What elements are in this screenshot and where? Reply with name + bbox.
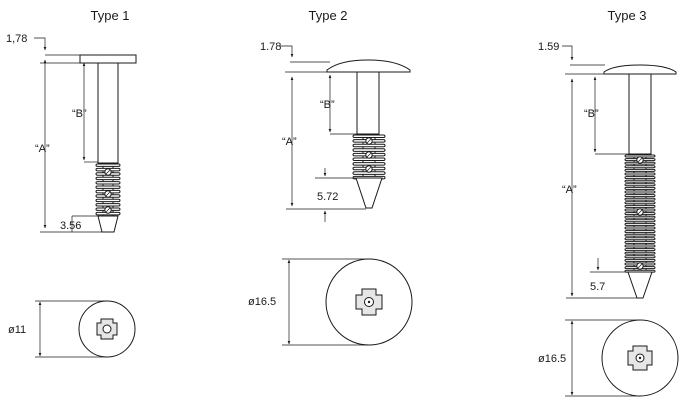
type-2-plan-view: ø16.5: [248, 258, 413, 346]
rib: [352, 162, 386, 166]
type-3-title: Type 3: [607, 8, 646, 23]
type-1-dim-a: “A”: [35, 143, 50, 155]
rib: [95, 176, 121, 181]
type-1-title: Type 1: [90, 8, 129, 23]
type-2-shank: [356, 71, 380, 135]
rib: [624, 201, 656, 205]
type-2-tip-length: 5.72: [317, 191, 338, 203]
rib: [352, 134, 386, 139]
rib: [624, 197, 656, 201]
type-2-diameter: ø16.5: [248, 296, 276, 308]
rib: [95, 181, 121, 185]
type-1-ribs: [95, 162, 121, 217]
type-3-tip: [627, 271, 653, 299]
type-1-diameter: ø11: [8, 324, 26, 336]
type-1-shank: [97, 62, 119, 164]
rib: [624, 204, 656, 208]
type-3-plan-view: ø16.5: [538, 319, 679, 397]
type-3-dim-b: “B”: [584, 108, 599, 120]
type-3-ribs: [624, 153, 656, 273]
type-1-head-thickness: 1,78: [6, 33, 27, 45]
rib: [95, 203, 121, 207]
type-3-head: [603, 64, 677, 75]
rib: [624, 230, 656, 234]
rib: [624, 176, 656, 180]
type-2-tip: [355, 177, 383, 209]
rib: [624, 168, 656, 172]
rib: [624, 190, 656, 194]
type-2-title: Type 2: [308, 8, 347, 23]
rib: [624, 186, 656, 190]
type-3-dim-a: “A”: [562, 184, 577, 196]
rib: [624, 183, 656, 187]
type-1-plan-view: ø11: [8, 300, 136, 358]
rib: [624, 244, 656, 248]
rib: [624, 179, 656, 183]
type-2-side-view: 1.78 “A” “B” 5.72: [260, 41, 411, 222]
rib: [624, 194, 656, 198]
type-3-drawing: Type 3 1.59 “A” “B” 5.7: [538, 8, 679, 397]
type-1-tip: [97, 215, 119, 233]
type-1-side-view: 1,78 “A” “B” 3.56: [6, 33, 137, 233]
type-3-tip-length: 5.7: [590, 281, 605, 293]
rib: [624, 215, 656, 219]
type-2-head-thickness: 1.78: [260, 41, 281, 53]
type-3-diameter: ø16.5: [538, 353, 566, 365]
rib: [624, 237, 656, 241]
type-2-dim-b: “B”: [320, 99, 335, 111]
type-3-head-thickness: 1.59: [538, 41, 559, 53]
rib: [624, 226, 656, 230]
type-2-head: [326, 59, 411, 73]
type-1-drawing: Type 1 1,78 “A” “B” 3.56: [6, 8, 137, 358]
type-2-drawing: Type 2 1.78 “A” “B” 5.72: [248, 8, 413, 346]
rib: [624, 165, 656, 169]
rib: [624, 233, 656, 237]
type-3-side-view: 1.59 “A” “B” 5.7: [538, 41, 677, 299]
rib: [624, 219, 656, 223]
type-2-ribs: [352, 133, 386, 180]
type-1-head: [79, 54, 137, 64]
rib: [352, 148, 386, 152]
type-1-center: [102, 324, 112, 334]
rib: [624, 240, 656, 244]
rib: [95, 163, 121, 167]
rib: [624, 222, 656, 226]
type-1-tip-length: 3.56: [60, 220, 81, 232]
type-1-dim-b: “B”: [72, 108, 87, 120]
rib: [624, 251, 656, 255]
rib: [624, 258, 656, 262]
rib: [624, 172, 656, 176]
type-3-shank: [628, 73, 652, 155]
type-2-dim-a: “A”: [282, 136, 297, 148]
rib: [95, 185, 121, 189]
rib: [624, 248, 656, 252]
rib: [624, 255, 656, 259]
rib: [95, 198, 121, 203]
